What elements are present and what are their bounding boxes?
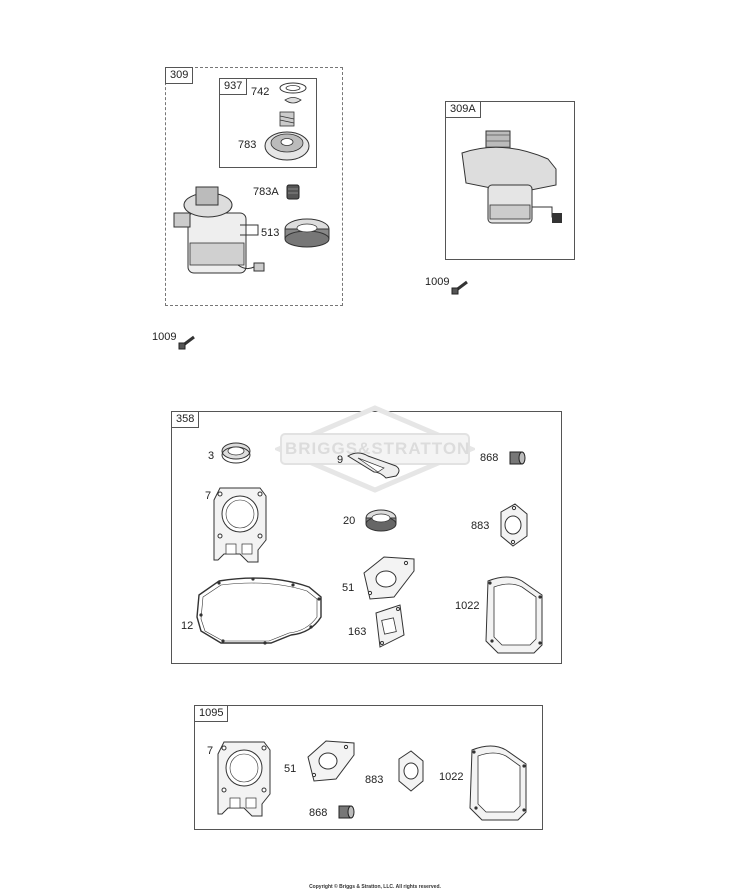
seal-868-icon[interactable] (507, 448, 527, 468)
part-label-883-b[interactable]: 883 (365, 774, 384, 786)
part-label-51[interactable]: 51 (342, 582, 355, 594)
seal-3-icon[interactable] (220, 440, 252, 466)
gasket-51-b-icon[interactable] (304, 737, 356, 783)
kit-1095-box (194, 705, 543, 830)
part-label-1009-left[interactable]: 1009 (152, 331, 177, 343)
part-label-9[interactable]: 9 (337, 454, 344, 466)
bolt-1009-left-icon[interactable] (178, 334, 198, 350)
retainer-742-icon[interactable] (273, 80, 313, 110)
part-label-20[interactable]: 20 (343, 515, 356, 527)
kit-358-tag[interactable]: 358 (171, 411, 200, 428)
valve-cover-gasket-1022-b-icon[interactable] (466, 742, 532, 822)
kit-1095-tag[interactable]: 1095 (194, 705, 229, 722)
head-gasket-7-b-icon[interactable] (216, 738, 272, 820)
kit-309-box (165, 67, 343, 306)
part-label-513[interactable]: 513 (261, 227, 280, 239)
crankcase-gasket-12-icon[interactable] (193, 575, 331, 647)
gasket-163-icon[interactable] (372, 603, 406, 649)
kit-309a-tag[interactable]: 309A (445, 101, 481, 118)
part-label-7-b[interactable]: 7 (207, 745, 214, 757)
gasket-9-icon[interactable] (346, 450, 402, 480)
kit-937-tag[interactable]: 937 (219, 78, 248, 95)
pinion-gear-783-icon[interactable] (262, 110, 312, 166)
starter-motor-icon[interactable] (168, 185, 268, 285)
part-label-868[interactable]: 868 (480, 452, 499, 464)
part-label-163[interactable]: 163 (348, 626, 367, 638)
brand-watermark-text: BRIGGS&STRATTON (285, 439, 471, 458)
spring-783a-icon[interactable] (285, 183, 301, 201)
gear-cover-513-icon[interactable] (282, 215, 332, 249)
kit-309-tag[interactable]: 309 (165, 67, 194, 84)
part-label-883[interactable]: 883 (471, 520, 490, 532)
part-label-3[interactable]: 3 (208, 450, 215, 462)
kit-309a-box (445, 101, 575, 260)
part-label-742[interactable]: 742 (251, 86, 270, 98)
gasket-51-icon[interactable] (360, 553, 416, 601)
valve-cover-gasket-1022-icon[interactable] (482, 573, 548, 655)
seal-20-icon[interactable] (364, 508, 398, 534)
part-label-51-b[interactable]: 51 (284, 763, 297, 775)
gasket-883-b-icon[interactable] (395, 749, 427, 793)
starter-motor-309a-icon[interactable] (458, 125, 566, 235)
bolt-1009-right-icon[interactable] (451, 279, 471, 295)
part-label-1009-right[interactable]: 1009 (425, 276, 450, 288)
gasket-883-icon[interactable] (495, 502, 531, 548)
part-label-1022-b[interactable]: 1022 (439, 771, 464, 783)
copyright-footer: Copyright © Briggs & Stratton, LLC. All … (309, 884, 441, 890)
part-label-868-b[interactable]: 868 (309, 807, 328, 819)
part-label-783[interactable]: 783 (238, 139, 257, 151)
kit-937-box (219, 78, 317, 168)
part-label-783a[interactable]: 783A (253, 186, 279, 198)
part-label-7[interactable]: 7 (205, 490, 212, 502)
head-gasket-7-icon[interactable] (212, 484, 268, 566)
seal-868-b-icon[interactable] (336, 802, 356, 822)
part-label-12[interactable]: 12 (181, 620, 194, 632)
part-label-1022[interactable]: 1022 (455, 600, 480, 612)
